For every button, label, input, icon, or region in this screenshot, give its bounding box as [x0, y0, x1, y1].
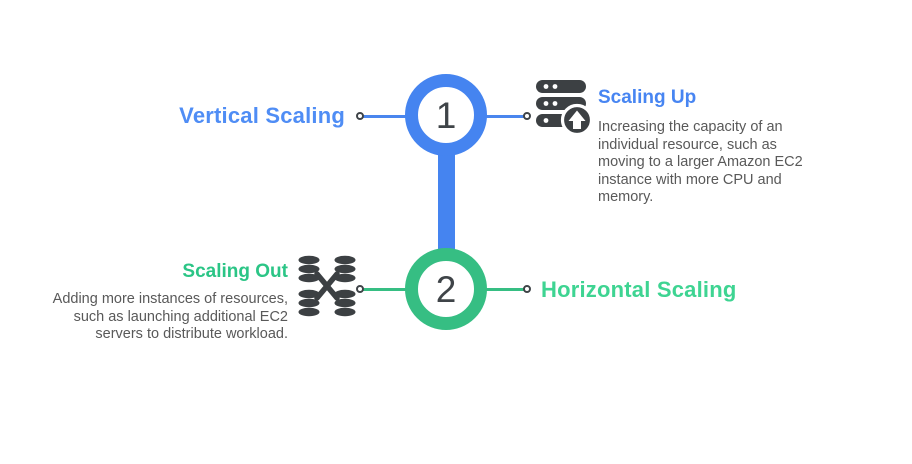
connector-dot [356, 284, 364, 293]
connector-dot [523, 284, 531, 293]
database-cluster-icon [298, 255, 356, 317]
step-number-1: 1 [435, 94, 457, 136]
horizontal-scaling-title: Horizontal Scaling [541, 277, 737, 302]
connector-line-step2-left [363, 288, 407, 291]
step-circle-2: 2 [405, 248, 487, 330]
connector-line-step2-right [485, 288, 525, 291]
step-circle-1: 1 [405, 74, 487, 156]
step-number-2: 2 [435, 268, 457, 310]
scaling-up-description: Increasing the capacity of an individual… [598, 119, 803, 206]
vertical-scaling-title: Vertical Scaling [179, 103, 345, 128]
connector-dot [523, 111, 531, 120]
scaling-out-heading: Scaling Out [182, 261, 288, 282]
connector-line-step1-right [485, 115, 525, 118]
vertical-connector-bar [438, 150, 455, 254]
server-up-arrow-icon [536, 80, 594, 136]
connector-line-step1-left [363, 115, 407, 118]
connector-dot [356, 111, 364, 120]
scaling-up-heading: Scaling Up [598, 87, 697, 108]
scaling-out-description: Adding more instances of resources, such… [52, 291, 288, 343]
